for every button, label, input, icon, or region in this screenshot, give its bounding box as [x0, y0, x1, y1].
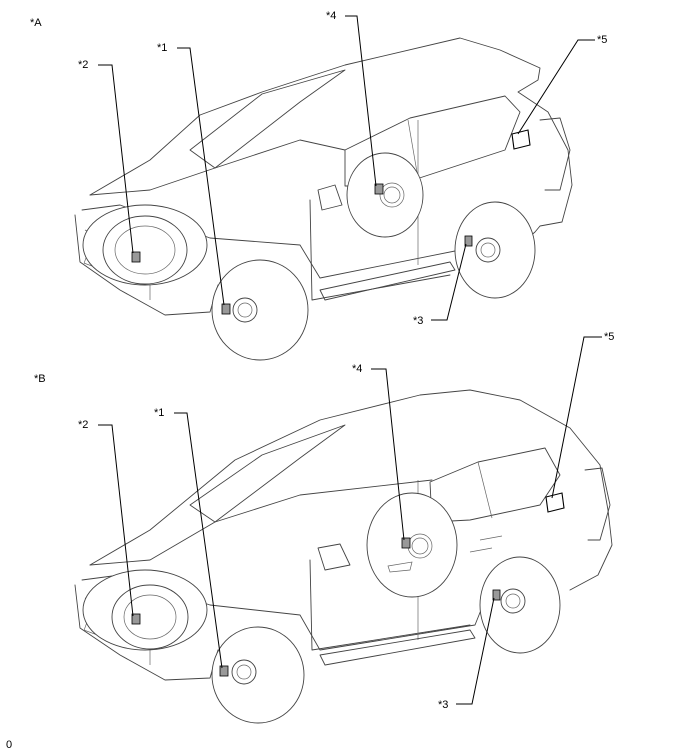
tpms-sensor-b-1 — [219, 665, 229, 677]
callout-b-5: *5 — [604, 331, 614, 343]
spare-wheel-a — [346, 152, 424, 238]
front-right-wheel-a — [211, 259, 309, 361]
leader-a-5 — [517, 39, 595, 135]
footer-code: 0 — [6, 739, 12, 751]
callout-b-4: *4 — [352, 363, 362, 375]
leader-a-1 — [177, 47, 225, 306]
tpms-sensor-b-4 — [401, 537, 411, 549]
rear-right-wheel-a — [454, 201, 536, 299]
view-a-label: *A — [30, 17, 42, 29]
leader-b-1 — [174, 412, 223, 669]
view-b: *B — [34, 331, 614, 724]
callout-a-5: *5 — [597, 34, 607, 46]
leader-b-5 — [551, 336, 602, 499]
tpms-sensor-a-1 — [221, 303, 231, 315]
callout-b-3: *3 — [438, 699, 448, 711]
callout-b-2: *2 — [78, 419, 88, 431]
leader-b-2 — [98, 424, 134, 617]
view-a: *A — [30, 10, 607, 361]
callout-a-1: *1 — [157, 42, 167, 54]
front-right-wheel-b — [211, 626, 305, 724]
tpms-sensor-b-2 — [131, 613, 141, 625]
leader-a-3 — [431, 243, 467, 321]
callout-a-2: *2 — [78, 59, 88, 71]
tpms-sensor-a-2 — [131, 251, 141, 263]
leader-a-2 — [98, 64, 134, 254]
tpms-sensor-b-3 — [492, 589, 501, 601]
callout-a-4: *4 — [326, 10, 336, 22]
callout-b-1: *1 — [154, 407, 164, 419]
view-b-label: *B — [34, 373, 46, 385]
tpms-sensor-a-3 — [464, 235, 473, 247]
tpms-receiver-a-5 — [511, 129, 531, 150]
tpms-sensor-a-4 — [374, 183, 384, 195]
callout-a-3: *3 — [413, 315, 423, 327]
leader-b-4 — [371, 368, 405, 541]
tpms-receiver-b-5 — [545, 492, 565, 513]
leader-b-3 — [456, 597, 495, 705]
front-left-wheel-b — [82, 569, 208, 651]
front-left-wheel-a — [82, 204, 208, 286]
rear-right-wheel-b — [479, 556, 561, 654]
leader-a-4 — [345, 15, 377, 187]
spare-wheel-b — [366, 492, 458, 598]
